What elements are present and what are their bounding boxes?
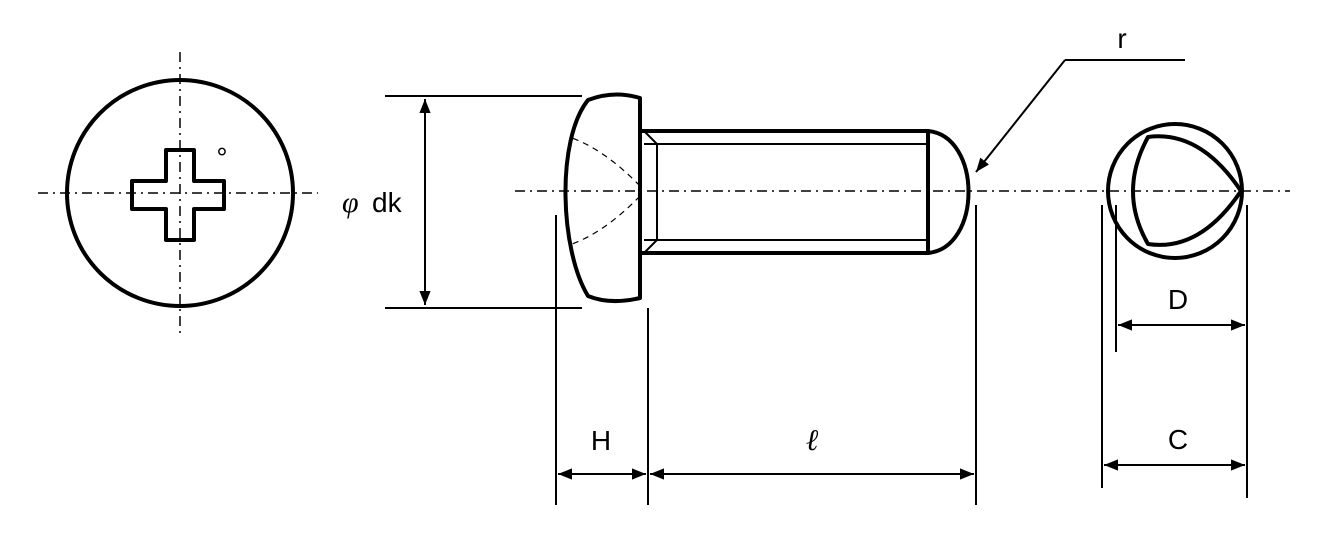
r-label: r [1117,23,1126,54]
head-top-view: ° [38,52,318,335]
screw-tip [927,129,971,255]
l-label: ℓ [806,424,819,457]
l-dimension: ℓ [650,205,977,505]
thread-chamfer [643,130,658,254]
d-label: D [1168,284,1188,315]
phi-symbol: φ [342,186,359,219]
recess-hidden-lines [571,137,641,245]
screw-shank [640,129,930,255]
dk-dimension: φ dk [342,95,582,309]
r-leader: r [975,23,1185,173]
screw-head [563,92,642,303]
trilobular-profile [1131,134,1243,247]
c-label: C [1168,424,1188,455]
phillips-cross-recess [130,148,226,242]
degree-mark: ° [216,142,227,173]
end-view: D C [1101,122,1248,498]
h-label: H [591,425,611,456]
screw-side-view [515,92,1290,303]
dk-label: dk [372,187,403,218]
h-dimension: H [555,215,649,505]
r-leader-arrow [975,59,1066,173]
